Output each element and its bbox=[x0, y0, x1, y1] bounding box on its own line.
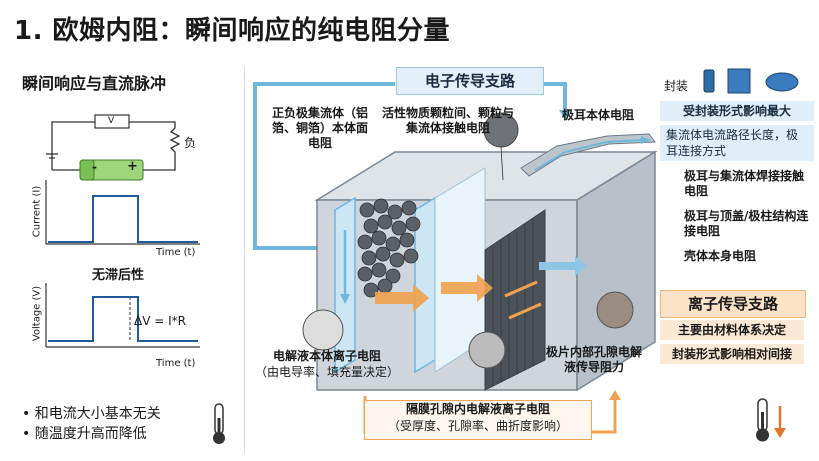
packaging-label: 封装 bbox=[664, 79, 689, 93]
packaging-detail-note: 集流体电流路径长度，极耳连接方式 bbox=[660, 125, 814, 161]
tab-body-label: 极耳本体电阻 bbox=[562, 108, 635, 122]
circuit-diagram bbox=[46, 114, 181, 181]
voltmeter-label: V bbox=[108, 116, 115, 126]
delta-v-annotation: ΔV = I*R bbox=[134, 314, 186, 328]
ion-packaging-note: 封装形式影响相对间接 bbox=[660, 344, 804, 364]
bullet-current-independence: • 和电流大小基本无关 bbox=[22, 406, 161, 422]
battery-cutaway bbox=[253, 82, 658, 434]
bullet-temperature: • 随温度升高而降低 bbox=[22, 426, 147, 442]
page-title: 1. 欧姆内阻：瞬间响应的纯电阻分量 bbox=[14, 16, 451, 46]
left-panel-heading: 瞬间响应与直流脉冲 bbox=[22, 74, 167, 93]
battery-plus-label: + bbox=[127, 159, 138, 174]
separator-resistance-sublabel: （受厚度、孔隙率、曲折度影响） bbox=[387, 419, 568, 433]
electrolyte-resistance-label: 电解液本体离子电阻 bbox=[272, 349, 381, 363]
current-chart bbox=[45, 180, 200, 245]
cell-format-icons bbox=[703, 68, 799, 94]
packaging-impact-note: 受封装形式影响最大 bbox=[660, 101, 814, 121]
panel-divider bbox=[244, 66, 245, 454]
pore-resistance-label: 极片内部孔隙电解液传导阻力 bbox=[545, 345, 642, 374]
voltage-ylabel: Voltage (V) bbox=[31, 285, 43, 342]
ion-material-note: 主要由材料体系决定 bbox=[660, 320, 804, 340]
current-ylabel: Current (I) bbox=[31, 185, 43, 238]
tab-weld-label: 极耳与集流体焊接接触电阻 bbox=[684, 169, 805, 198]
voltage-chart bbox=[45, 283, 200, 348]
particle-contact-label: 活性物质颗粒间、颗粒与集流体接触电阻 bbox=[381, 106, 514, 135]
voltage-xlabel: Time (t) bbox=[156, 358, 196, 369]
separator-resistance-label: 隔膜孔隙内电解液离子电阻 bbox=[405, 402, 550, 416]
voltage-trace bbox=[48, 296, 198, 342]
thermometer-down-icon bbox=[756, 398, 786, 442]
electron-branch-title: 电子传导支路 bbox=[396, 67, 544, 95]
collector-resistance-label: 正负极集流体（铝箔、铜箔）本体面电阻 bbox=[271, 106, 368, 150]
thermometer-icon bbox=[213, 403, 225, 444]
electrolyte-resistance-sublabel: （由电导率、填充量决定） bbox=[254, 365, 399, 379]
tab-terminal-label: 极耳与顶盖/极柱结构连接电阻 bbox=[684, 209, 809, 238]
separator-resistance-box: 隔膜孔隙内电解液离子电阻 （受厚度、孔隙率、曲折度影响） bbox=[364, 400, 592, 440]
bullet-text: 随温度升高而降低 bbox=[34, 426, 147, 442]
current-xlabel: Time (t) bbox=[156, 247, 196, 258]
bullet-text: 和电流大小基本无关 bbox=[34, 406, 161, 422]
ion-branch-title: 离子传导支路 bbox=[660, 290, 806, 318]
load-label: 负 bbox=[184, 136, 197, 150]
hysteresis-label: 无滞后性 bbox=[92, 268, 145, 283]
current-trace bbox=[48, 195, 198, 243]
shell-resistance-label: 壳体本身电阻 bbox=[684, 249, 757, 263]
battery-minus-label: - bbox=[92, 160, 97, 174]
